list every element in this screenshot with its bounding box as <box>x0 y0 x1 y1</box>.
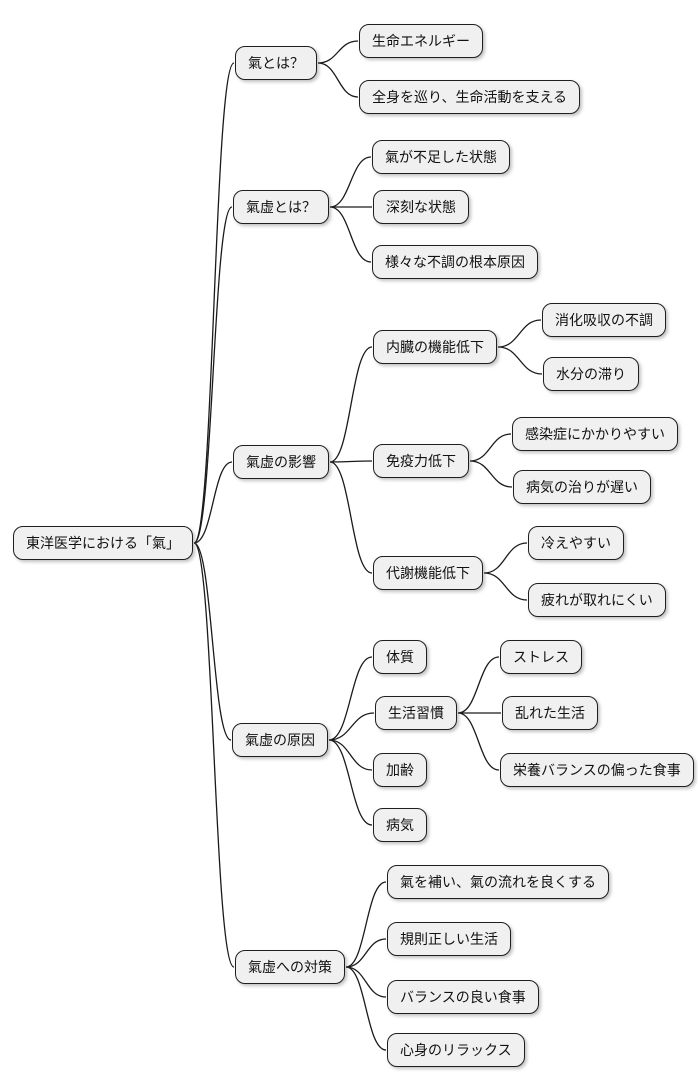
node-regular-life: 規則正しい生活 <box>387 922 511 956</box>
node-kikyo-measures: 氣虚への対策 <box>235 950 345 984</box>
edge-line <box>345 881 387 968</box>
edge-line <box>469 460 513 488</box>
node-ki-deficiency-state: 氣が不足した状態 <box>372 140 510 174</box>
node-what-is-ki: 氣とは？ <box>235 46 317 80</box>
node-slow-recovery: 病気の治りが遅い <box>513 470 651 504</box>
edge-line <box>329 206 372 263</box>
edge-line <box>329 346 373 463</box>
node-what-is-kikyo: 氣虚とは？ <box>233 190 329 224</box>
node-balanced-meals: バランスの良い食事 <box>387 980 539 1014</box>
node-digestion-trouble: 消化吸収の不調 <box>542 303 666 337</box>
edge-line <box>328 739 373 826</box>
edge-line <box>483 572 528 601</box>
node-kikyo-effects: 氣虚の影響 <box>233 445 329 479</box>
node-lifestyle: 生活習慣 <box>375 696 457 730</box>
edge-line <box>329 461 373 574</box>
node-fatigue-lingers: 疲れが取れにくい <box>528 583 666 617</box>
node-serious-state: 深刻な状態 <box>373 190 469 224</box>
node-kikyo-causes: 氣虚の原因 <box>232 723 328 757</box>
edge-line <box>193 542 232 741</box>
node-disordered-life: 乱れた生活 <box>502 696 598 730</box>
edge-line <box>345 966 387 998</box>
edge-line <box>193 62 235 544</box>
edge-line <box>329 156 372 208</box>
edge-line <box>345 938 387 968</box>
edge-line <box>457 712 500 771</box>
node-aging: 加齢 <box>373 753 427 787</box>
node-illness: 病気 <box>373 808 427 842</box>
node-root-cause-of-ills: 様々な不調の根本原因 <box>372 245 538 279</box>
node-infection-prone: 感染症にかかりやすい <box>512 417 678 451</box>
edge-line <box>329 460 373 463</box>
node-stress: ストレス <box>500 640 582 674</box>
node-unbalanced-diet: 栄養バランスの偏った食事 <box>500 753 694 787</box>
node-gets-cold-easily: 冷えやすい <box>528 526 624 560</box>
edge-line <box>345 966 387 1051</box>
node-mind-body-relax: 心身のリラックス <box>387 1033 525 1067</box>
node-metabolism-decline: 代謝機能低下 <box>373 556 483 590</box>
node-constitution: 体質 <box>373 640 427 674</box>
node-immunity-decline: 免疫力低下 <box>373 444 469 478</box>
edge-line <box>328 712 375 741</box>
edge-line <box>497 319 542 348</box>
edge-line <box>469 433 512 462</box>
node-replenish-ki-flow: 氣を補い、氣の流れを良くする <box>387 865 609 899</box>
edge-line <box>193 206 233 544</box>
edge-line <box>317 40 359 64</box>
edge-line <box>457 656 500 714</box>
node-fluid-stagnation: 水分の滞り <box>543 357 639 391</box>
edge-line <box>328 739 373 771</box>
edge-line <box>317 62 359 98</box>
edge-line <box>497 346 543 375</box>
node-life-energy: 生命エネルギー <box>359 24 483 58</box>
edge-line <box>483 542 528 574</box>
edge-line <box>193 461 233 544</box>
edge-line <box>193 542 235 968</box>
edge-line <box>328 656 373 741</box>
node-organ-decline: 内臓の機能低下 <box>373 330 497 364</box>
node-circulates-body: 全身を巡り、生命活動を支える <box>359 80 581 114</box>
node-root: 東洋医学における「氣」 <box>13 526 193 560</box>
